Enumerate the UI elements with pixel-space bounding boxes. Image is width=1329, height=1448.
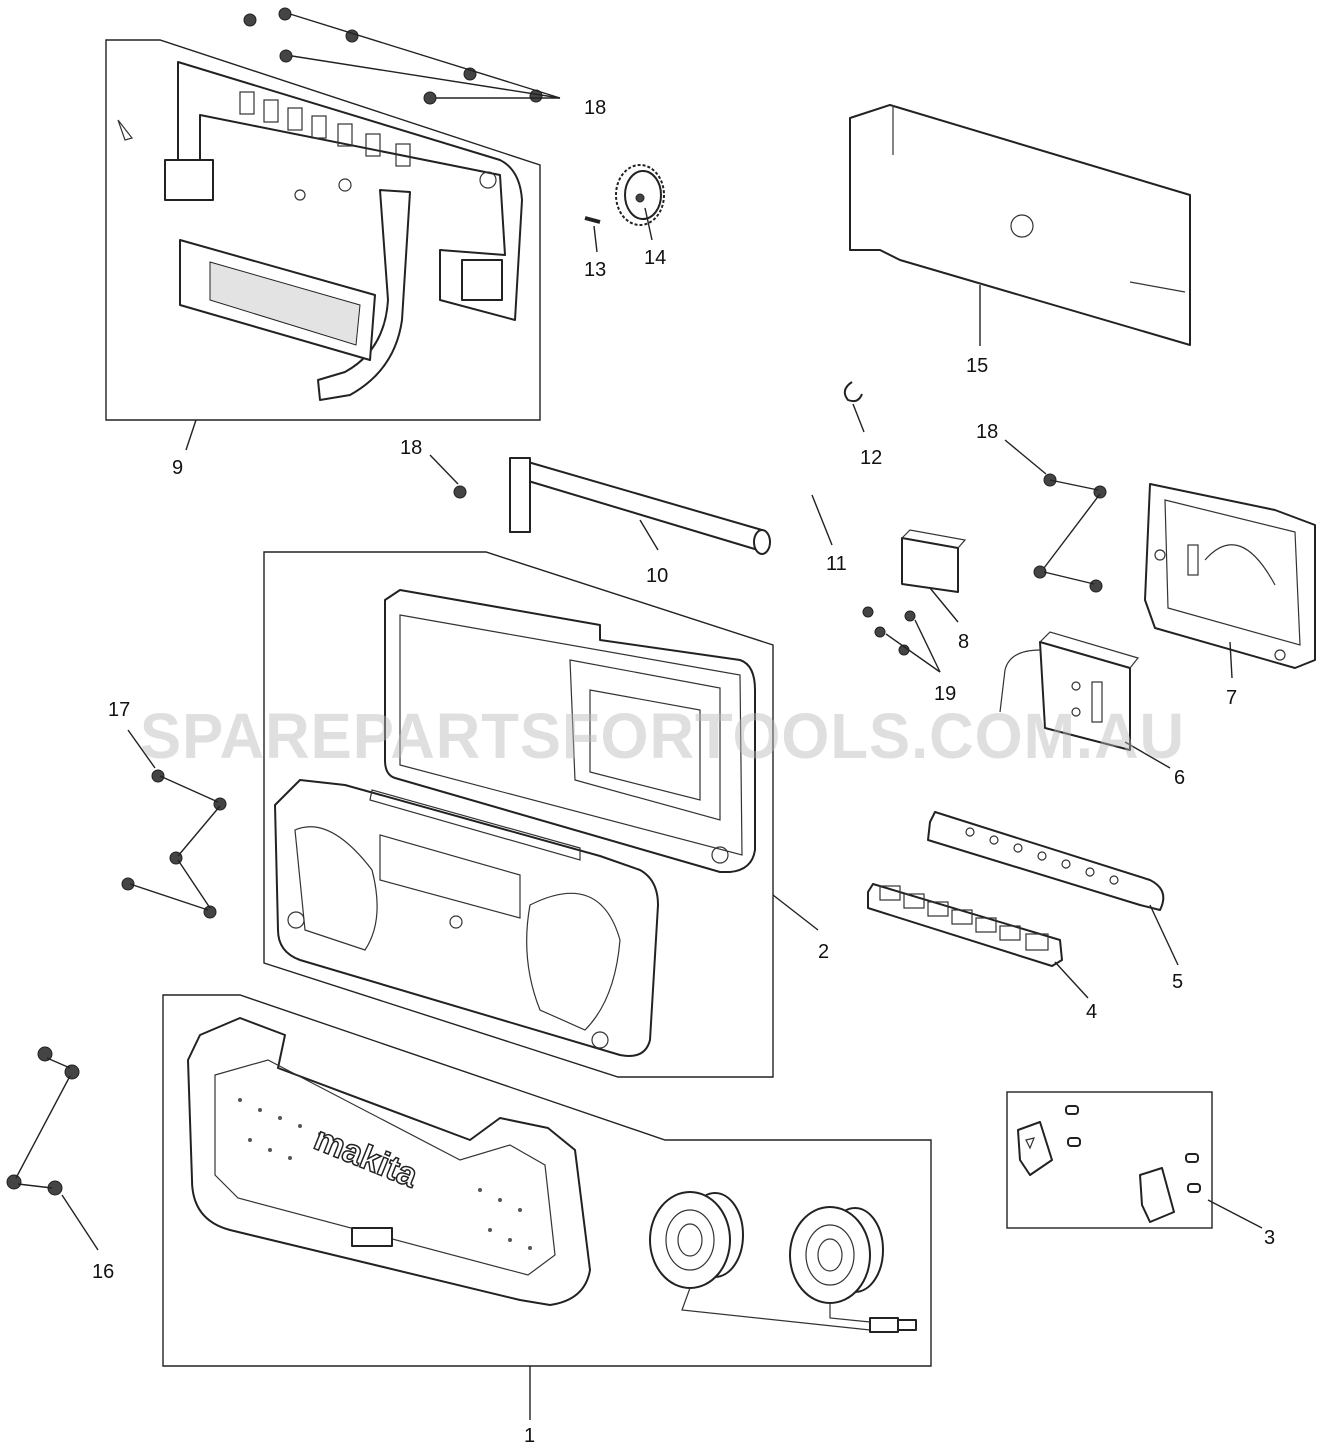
leader-12 [852,403,865,433]
watermark: SPAREPARTSFORTOOLS.COM.AU [140,700,1185,772]
screws-19 [862,606,941,673]
screws-18-top [243,7,561,105]
callout-13: 13 [584,259,606,281]
callout-18-right: 18 [976,421,998,443]
callout-10: 10 [646,565,668,587]
part-8-block [901,529,967,593]
callout-12: 12 [860,447,882,469]
screws-17 [121,769,227,919]
leader-11 [811,494,833,546]
callout-4: 4 [1086,1001,1097,1023]
part-13-pin [584,216,601,224]
leader-18-middle [429,454,459,485]
speaker-left [649,1191,744,1289]
callout-1: 1 [524,1425,535,1447]
leader-6 [1124,741,1171,769]
leader-3 [1207,1199,1263,1229]
part-1-front-grille-speakers: makita [162,994,932,1367]
leader-2 [772,894,819,931]
leader-18-right [1004,439,1047,475]
leader-16 [61,1194,99,1251]
screws-18-right [1033,473,1107,593]
leader-17 [127,729,156,769]
callout-19: 19 [934,683,956,705]
part-11-handle [674,332,825,493]
part-9-pcb-assembly [105,39,541,421]
callout-14: 14 [644,247,666,269]
leader-13 [593,225,598,253]
leader-14 [644,207,653,241]
leader-8 [929,587,959,623]
callout-3: 3 [1264,1227,1275,1249]
callout-17: 17 [108,699,130,721]
part-4-keypad [867,883,1063,967]
callout-7: 7 [1226,687,1237,709]
callout-11: 11 [826,553,847,575]
part-12-clip [843,381,863,403]
part-6-switch-module [999,631,1140,751]
callout-6: 6 [1174,767,1185,789]
leader-7 [1229,641,1233,679]
callout-15: 15 [966,355,988,377]
leader-5 [1149,904,1179,966]
leader-4 [1054,961,1089,999]
part-10-antenna [509,457,771,555]
speaker-right [789,1206,884,1304]
leader-10 [639,519,659,551]
callout-9: 9 [172,457,183,479]
part-3-knobs [1006,1091,1213,1229]
leader-9 [185,419,197,451]
screw-18-middle [453,485,467,499]
part-5-button-bar [927,811,1165,911]
part-14-gear [615,164,665,226]
part-15-cover-plate [849,104,1191,346]
part-2-rear-housing [263,551,774,1078]
callout-8: 8 [958,631,969,653]
screws-16 [6,1046,80,1196]
callout-16: 16 [92,1261,114,1283]
callout-5: 5 [1172,971,1183,993]
callout-18-middle: 18 [400,437,422,459]
part-7-bracket-frame [1144,483,1316,669]
callout-2: 2 [818,941,829,963]
callout-18-top: 18 [584,97,606,119]
